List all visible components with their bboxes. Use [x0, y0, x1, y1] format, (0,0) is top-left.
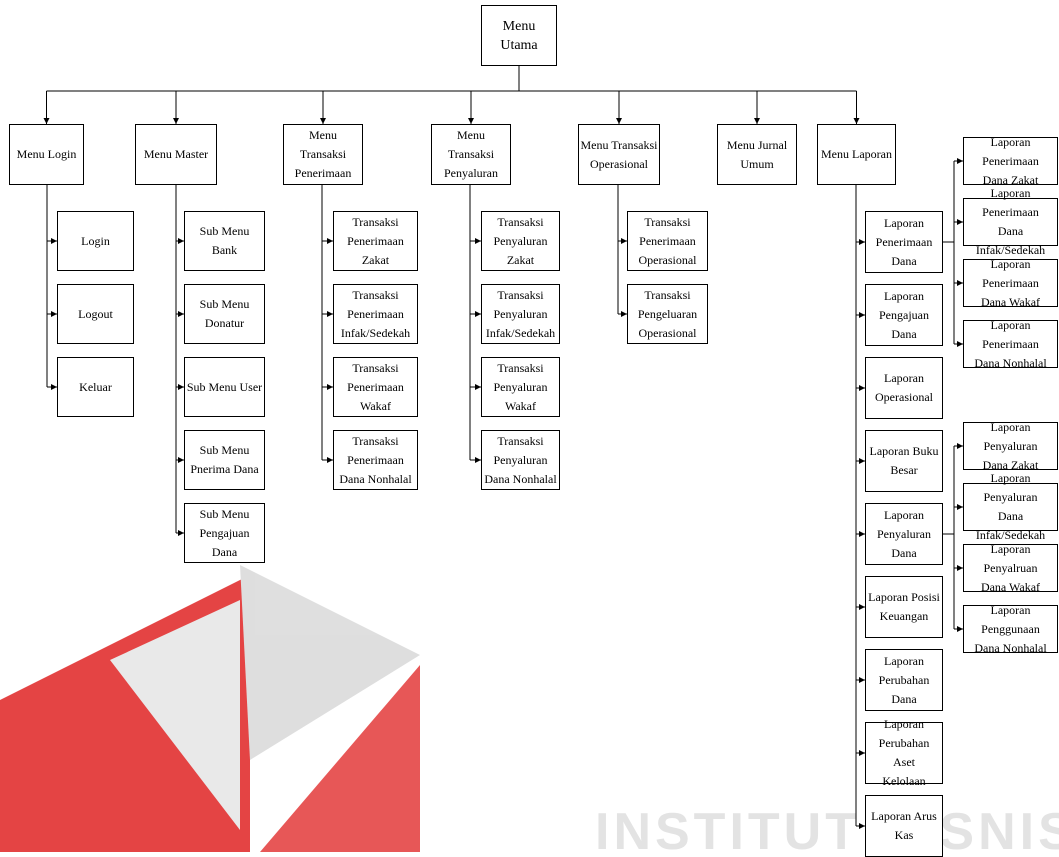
- laporan-detail-5-2-box: Laporan Penyaluran Dana Infak/Sedekah: [963, 471, 1058, 542]
- laporan-detail-5-1-box: Laporan Penyaluran Dana Zakat: [963, 420, 1058, 472]
- submenu-laporan-7-box: Laporan Perubahan Dana: [865, 649, 943, 711]
- submenu-laporan-1-box: Laporan Penerimaan Dana: [865, 211, 943, 273]
- submenu-master-3-box: Sub Menu User: [184, 357, 265, 417]
- submenu-transaksi-penerimaan-3-box: Transaksi Penerimaan Wakaf: [333, 357, 418, 417]
- submenu-master-2-box: Sub Menu Donatur: [184, 284, 265, 344]
- submenu-transaksi-penyaluran-3-box: Transaksi Penyaluran Wakaf: [481, 357, 560, 417]
- submenu-laporan-3-box: Laporan Operasional: [865, 357, 943, 419]
- submenu-laporan-2-box: Laporan Pengajuan Dana: [865, 284, 943, 346]
- laporan-detail-5-4-box: Laporan Penggunaan Dana Nonhalal: [963, 603, 1058, 655]
- submenu-master-1-box: Sub Menu Bank: [184, 211, 265, 271]
- laporan-detail-1-4-box: Laporan Penerimaan Dana Nonhalal: [963, 318, 1058, 370]
- laporan-detail-1-2-box: Laporan Penerimaan Dana Infak/Sedekah: [963, 186, 1058, 257]
- laporan-detail-1-3-box: Laporan Penerimaan Dana Wakaf: [963, 257, 1058, 309]
- submenu-laporan-6-box: Laporan Posisi Keuangan: [865, 576, 943, 638]
- submenu-login-2-box: Logout: [57, 284, 134, 344]
- submenu-transaksi-operasional-2-box: Transaksi Pengeluaran Operasional: [627, 284, 708, 344]
- submenu-transaksi-operasional-1-box: Transaksi Penerimaan Operasional: [627, 211, 708, 271]
- menu-laporan-box: Menu Laporan: [817, 124, 896, 185]
- menu-master-box: Menu Master: [135, 124, 217, 185]
- submenu-login-3-box: Keluar: [57, 357, 134, 417]
- submenu-transaksi-penerimaan-1-box: Transaksi Penerimaan Zakat: [333, 211, 418, 271]
- connector-lines: [43, 66, 963, 829]
- laporan-detail-5-3-box: Laporan Penyalruan Dana Wakaf: [963, 542, 1058, 594]
- submenu-master-4-box: Sub Menu Pnerima Dana: [184, 430, 265, 490]
- submenu-transaksi-penerimaan-2-box: Transaksi Penerimaan Infak/Sedekah: [333, 284, 418, 344]
- submenu-laporan-4-box: Laporan Buku Besar: [865, 430, 943, 492]
- submenu-laporan-9-box: Laporan Arus Kas: [865, 795, 943, 857]
- submenu-transaksi-penyaluran-4-box: Transaksi Penyaluran Dana Nonhalal: [481, 430, 560, 490]
- submenu-transaksi-penerimaan-4-box: Transaksi Penerimaan Dana Nonhalal: [333, 430, 418, 490]
- submenu-login-1-box: Login: [57, 211, 134, 271]
- submenu-transaksi-penyaluran-2-box: Transaksi Penyaluran Infak/Sedekah: [481, 284, 560, 344]
- submenu-master-5-box: Sub Menu Pengajuan Dana: [184, 503, 265, 563]
- menu-login-box: Menu Login: [9, 124, 84, 185]
- laporan-detail-1-1-box: Laporan Penerimaan Dana Zakat: [963, 135, 1058, 187]
- submenu-laporan-5-box: Laporan Penyaluran Dana: [865, 503, 943, 565]
- menu-utama-box: Menu Utama: [481, 5, 557, 66]
- submenu-transaksi-penyaluran-1-box: Transaksi Penyaluran Zakat: [481, 211, 560, 271]
- menu-transaksi-operasional-box: Menu Transaksi Operasional: [578, 124, 660, 185]
- menu-transaksi-penyaluran-box: Menu Transaksi Penyaluran: [431, 124, 511, 185]
- menu-jurnal-box: Menu Jurnal Umum: [717, 124, 797, 185]
- menu-transaksi-penerimaan-box: Menu Transaksi Penerimaan: [283, 124, 363, 185]
- submenu-laporan-8-box: Laporan Perubahan Aset Kelolaan: [865, 717, 943, 788]
